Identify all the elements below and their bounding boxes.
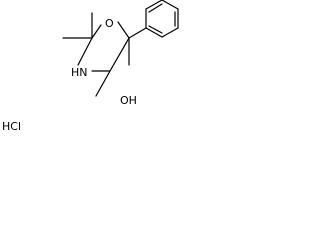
bond-c-ring-to-o — [91, 24, 102, 39]
chemical-structure-diagram: O HN OH HCl — [2, 0, 179, 133]
bond-c3-methyl — [95, 70, 111, 97]
atom-hydroxyl: OH — [120, 94, 137, 107]
atom-oxygen-ring: O — [105, 17, 114, 30]
bond-o-to-c2 — [117, 21, 130, 39]
salt-label: HCl — [2, 120, 21, 133]
bond-n-to-c5 — [77, 37, 93, 66]
phenyl-ring — [145, 0, 179, 38]
bond-c2-to-c3 — [109, 37, 130, 72]
atom-nitrogen-ring: HN — [71, 66, 88, 79]
bond-c2-to-phenyl — [128, 27, 147, 39]
